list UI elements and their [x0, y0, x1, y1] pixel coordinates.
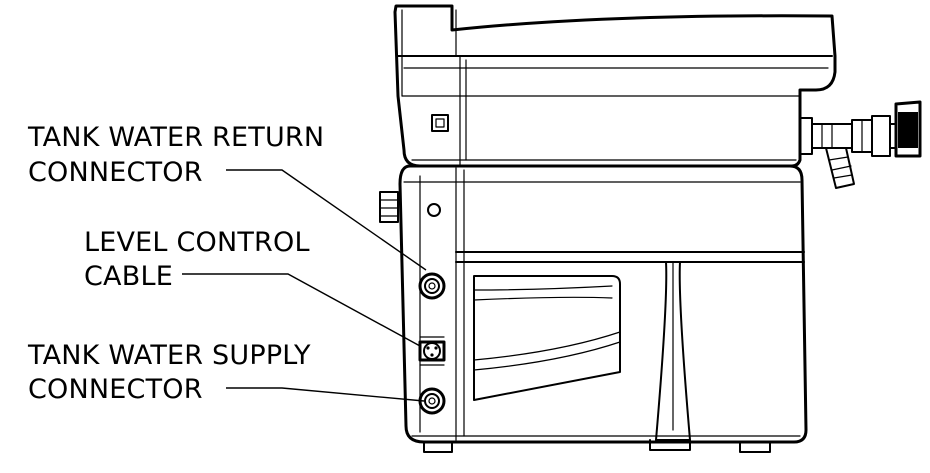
small-hole-icon	[427, 203, 441, 217]
callout-return-line2: CONNECTOR	[28, 157, 203, 188]
leader-line-level	[182, 273, 421, 347]
callout-tank-water-supply: TANK WATER SUPPLY CONNECTOR	[27, 340, 425, 405]
callout-supply-line2: CONNECTOR	[28, 374, 203, 405]
small-square-button-icon	[431, 114, 449, 132]
tank-water-supply-connector	[418, 387, 446, 415]
callout-return-line1: TANK WATER RETURN	[27, 122, 324, 153]
upper-tank	[393, 4, 837, 168]
level-control-cable-connector	[418, 336, 446, 366]
lower-tank-body	[379, 164, 808, 453]
drain-valve	[799, 100, 922, 189]
callout-supply-line1: TANK WATER SUPPLY	[27, 340, 311, 371]
callout-level-line2: CABLE	[84, 261, 173, 292]
callout-level-control-cable: LEVEL CONTROL CABLE	[84, 227, 421, 347]
leader-line-supply	[226, 387, 425, 402]
leader-line-return	[226, 169, 427, 271]
tank-water-return-connector	[418, 272, 446, 300]
callout-level-line1: LEVEL CONTROL	[84, 227, 310, 258]
callout-tank-water-return: TANK WATER RETURN CONNECTOR	[27, 122, 427, 271]
